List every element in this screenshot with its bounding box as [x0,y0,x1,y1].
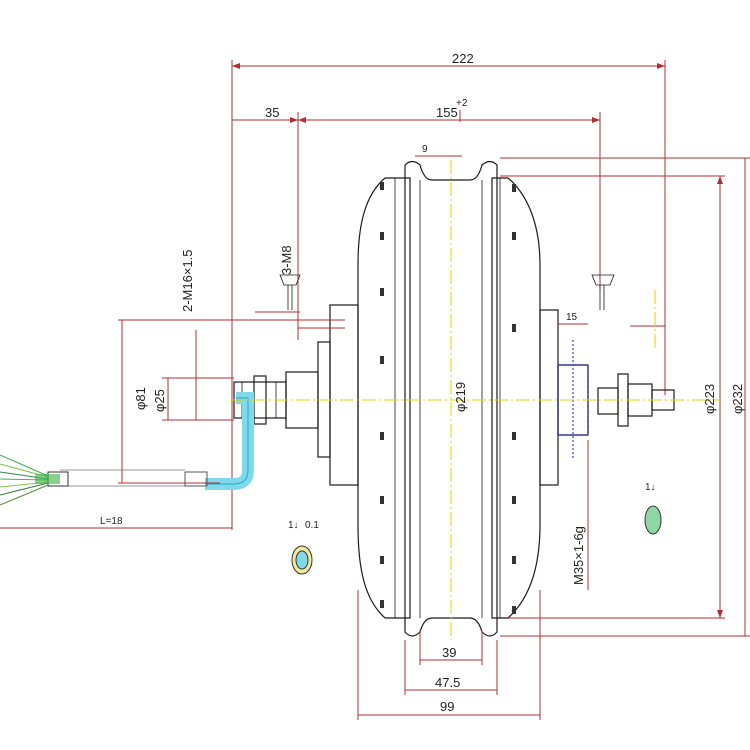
freewheel-thread-label: M35×1-6g [571,526,586,585]
dim-25-label: φ25 [152,389,167,412]
right-axle: 15 M35×1-6g [557,312,675,590]
dim-223-label: φ223 [702,384,717,414]
overall-width-dimension: 222 [231,51,666,530]
dim-35-label: 35 [265,105,279,120]
power-cable [0,392,254,506]
dim-9-label: 9 [422,144,428,155]
flat-right-label: 1↓ [645,482,656,493]
flat-left-tol: 0.1 [305,520,319,531]
thread-spec-label: 2-M16×1.5 [180,249,195,312]
dim-39-label: 39 [442,645,456,660]
rim-gap-dimension: 9 [415,144,462,157]
dim-232-label: φ232 [730,384,745,414]
dim-99-label: 99 [440,699,454,714]
right-axle-flat-section: 1↓ [644,482,662,535]
dim-155-label: 155 [436,105,458,120]
dim-47-5-label: 47.5 [435,675,460,690]
left-diameter-dimensions: φ81 φ25 2-M16×1.5 L=18 [0,249,345,529]
cable-length-label: L=18 [100,516,123,527]
dim-81-label: φ81 [133,387,148,410]
flat-left-label: 1↓ [288,520,299,531]
dim-155-tolerance: +2 [456,98,468,109]
right-mount-bolt [591,274,615,310]
left-mount-bolt: 3-M8 [255,245,345,329]
bearing-width-label: 15 [566,312,578,323]
right-diameter-dimensions: φ223 φ232 [500,157,750,637]
dim-219-label: φ219 [453,382,468,412]
left-axle-flat-section: 1↓ 0.1 [288,520,319,575]
motor-shell [317,160,559,637]
bottom-dimensions: 39 47.5 99 [357,590,541,720]
dim-222-label: 222 [452,51,474,66]
flange-spacing-dimension: 35 155 +2 [232,98,601,340]
mount-holes-label: 3-M8 [279,245,294,275]
